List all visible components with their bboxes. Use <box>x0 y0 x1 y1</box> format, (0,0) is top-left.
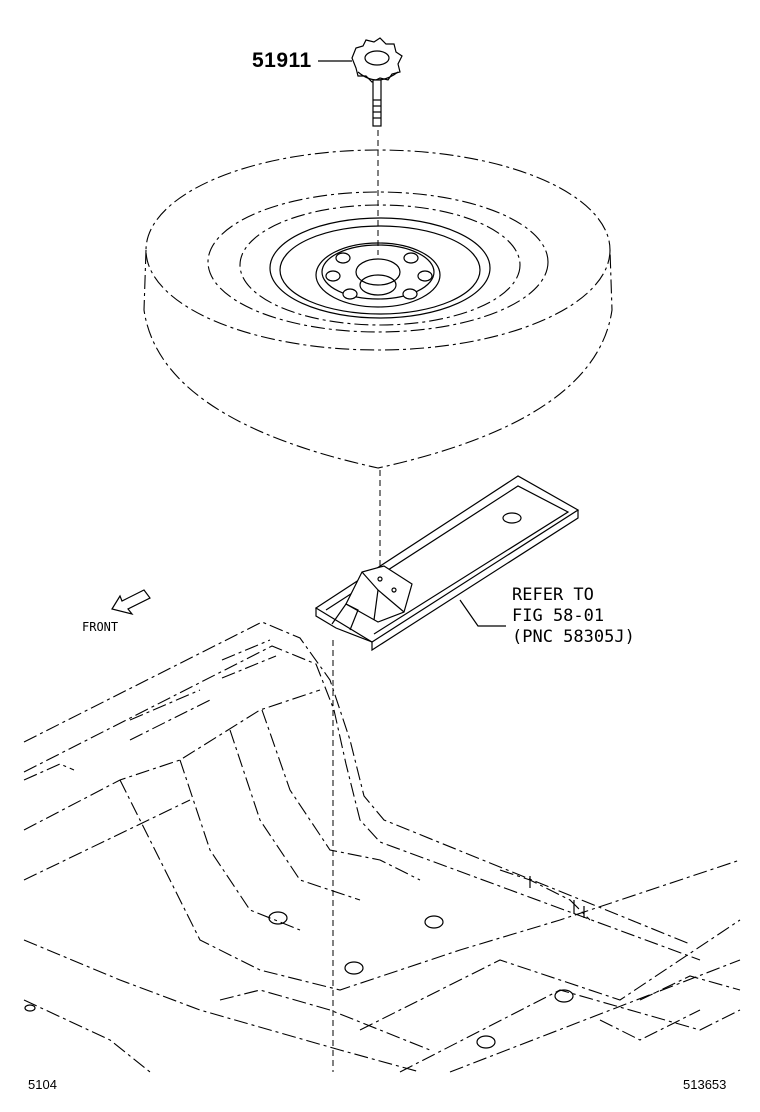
part-number-label[interactable]: 51911 <box>252 49 312 72</box>
footer-right-code: 513653 <box>683 1077 727 1092</box>
front-arrow-icon <box>111 589 151 616</box>
reference-note-line-1[interactable]: REFER TO <box>512 585 594 605</box>
spare-tire <box>143 149 613 469</box>
floor-panel <box>23 621 741 1073</box>
reference-leader-line <box>459 599 506 627</box>
wheel-hub <box>315 242 441 308</box>
hold-down-bolt <box>351 37 403 127</box>
front-direction-label: FRONT <box>82 620 119 634</box>
footer-left-code: 5104 <box>28 1077 57 1092</box>
reference-note-line-2[interactable]: FIG 58-01 <box>512 606 605 626</box>
spare-tire-bracket <box>314 475 580 652</box>
reference-note-line-3[interactable]: (PNC 58305J) <box>512 627 635 647</box>
